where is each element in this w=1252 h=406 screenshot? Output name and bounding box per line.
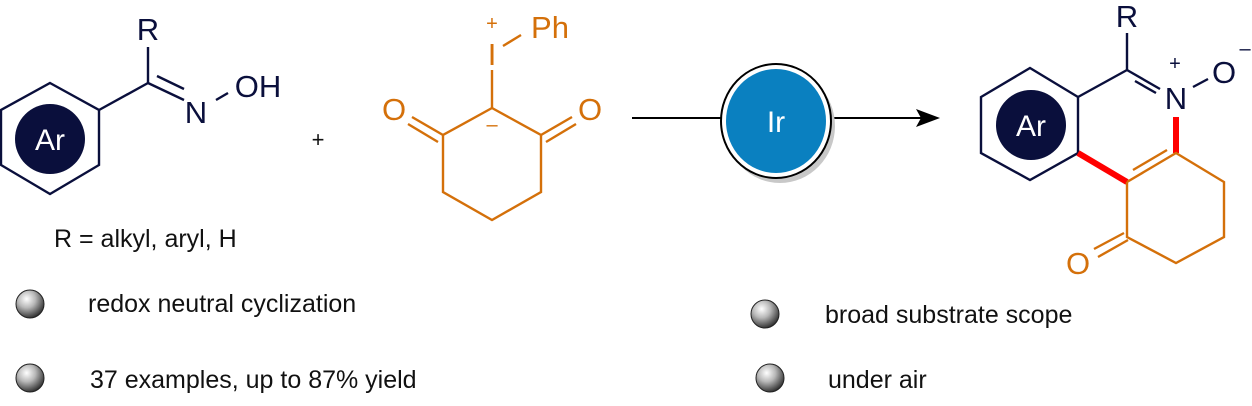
ar-label: Ar	[35, 124, 65, 157]
svg-text:+: +	[486, 13, 498, 35]
nitrogen: N	[185, 95, 207, 130]
svg-text:–: –	[1239, 38, 1251, 60]
iodine: I	[488, 37, 497, 72]
svg-text:redox neutral cyclization: redox neutral cyclization	[88, 290, 356, 318]
bullet-3: broad substrate scope	[750, 299, 1072, 329]
r-group: R	[1116, 0, 1138, 34]
bullet-1: redox neutral cyclization	[15, 289, 356, 319]
bullet-2: 37 examples, up to 87% yield	[15, 363, 417, 394]
svg-text:+: +	[1169, 53, 1181, 75]
catalyst-label: Ir	[767, 106, 785, 139]
carbonyl-oxygen: O	[1066, 246, 1090, 281]
svg-text:–: –	[486, 114, 498, 136]
oxygen-right: O	[578, 92, 602, 127]
bullet-4: under air	[755, 363, 927, 394]
oxygen: O	[1212, 55, 1236, 90]
oxime-reactant: Ar R N OH R = alkyl, aryl, H	[0, 12, 282, 253]
plus-sign: +	[312, 127, 325, 152]
hydroxyl: OH	[235, 69, 282, 104]
svg-text:under air: under air	[828, 366, 927, 394]
r-group: R	[137, 12, 159, 47]
ar-label: Ar	[1016, 110, 1046, 143]
product: Ar R + N O – O	[979, 0, 1251, 281]
iodonium-ylide-reactant: + I Ph – O O	[382, 10, 602, 222]
phenyl: Ph	[531, 10, 569, 45]
arrow-head-icon	[916, 109, 940, 127]
ar-circle	[996, 90, 1066, 160]
iridium-catalyst: Ir	[720, 63, 835, 183]
nitrogen: N	[1165, 81, 1187, 116]
r-definition: R = alkyl, aryl, H	[54, 225, 237, 253]
svg-text:37 examples, up to 87% yield: 37 examples, up to 87% yield	[90, 366, 417, 394]
svg-text:broad substrate scope: broad substrate scope	[825, 301, 1072, 329]
oxygen-left: O	[382, 92, 406, 127]
ar-circle	[15, 104, 85, 174]
new-cc-bond	[1076, 150, 1129, 185]
